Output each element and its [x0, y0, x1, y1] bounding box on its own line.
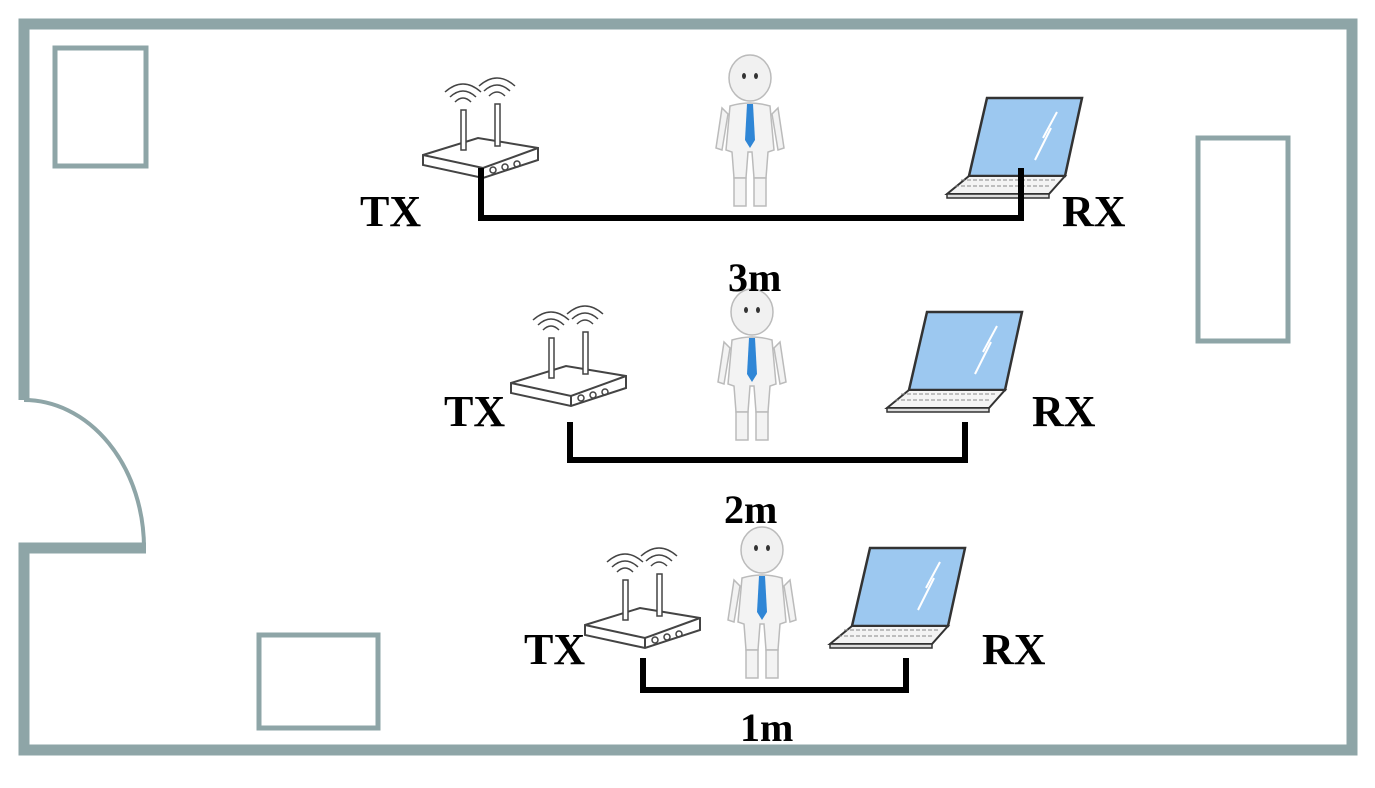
tx-label: TX	[524, 625, 586, 674]
tx-label: TX	[360, 187, 422, 236]
laptop-icon	[828, 546, 967, 650]
person-icon	[727, 526, 797, 679]
distance-label-1m: 1m	[740, 705, 794, 750]
person-icon	[717, 288, 787, 441]
furniture-top-left	[52, 45, 149, 169]
distance-label-2m: 2m	[724, 487, 778, 532]
distance-bracket-2m	[567, 422, 968, 463]
furniture-bottom-left	[256, 632, 381, 731]
furniture-right	[1195, 135, 1291, 344]
distance-bracket-3m	[478, 168, 1024, 221]
rx-label: RX	[1062, 187, 1126, 236]
room-wall	[18, 18, 1358, 756]
laptop-icon	[885, 310, 1024, 414]
distance-bracket-1m	[640, 658, 909, 693]
distance-label-3m: 3m	[728, 255, 782, 300]
door-arc	[23, 398, 146, 549]
wifi-router-icon	[422, 77, 539, 179]
rx-label: RX	[982, 625, 1046, 674]
person-icon	[715, 54, 785, 207]
wifi-router-icon	[510, 305, 627, 407]
rx-label: RX	[1032, 387, 1096, 436]
tx-label: TX	[444, 387, 506, 436]
wifi-router-icon	[584, 547, 701, 649]
laptop-icon	[945, 96, 1084, 200]
